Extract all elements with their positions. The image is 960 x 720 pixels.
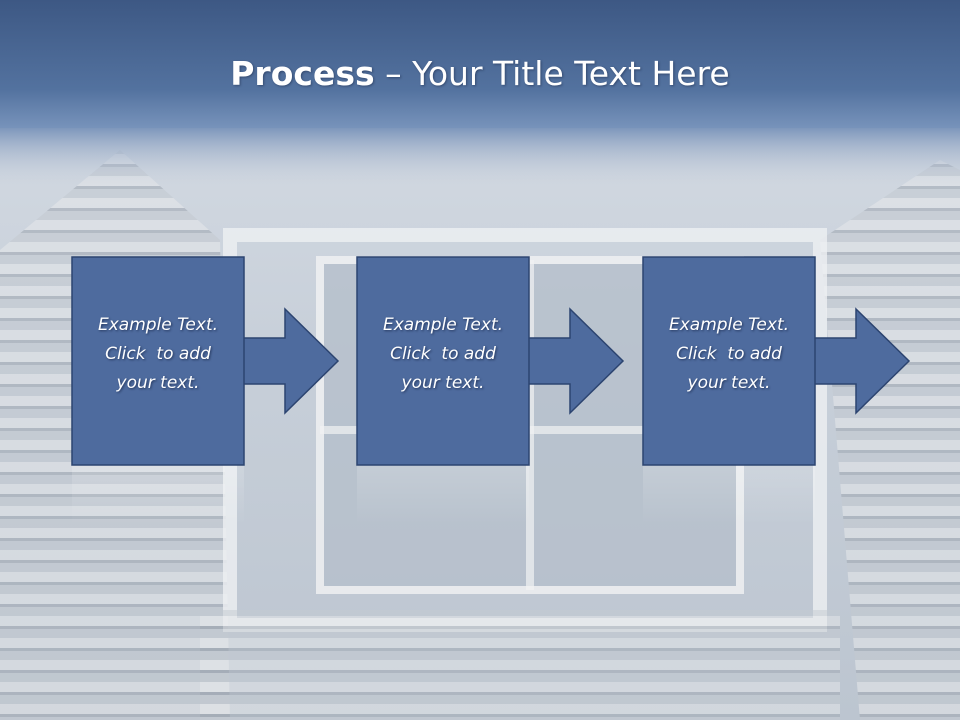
step-text-line: Example Text.: [97, 315, 219, 335]
arrow-2: [524, 307, 625, 415]
step-text-1[interactable]: Example Text. Click to add your text.: [72, 311, 244, 398]
step-text-line: Example Text.: [382, 315, 504, 335]
step-text-line: your text.: [687, 373, 771, 393]
arrow-1: [239, 307, 340, 415]
process-step-1[interactable]: [71, 256, 340, 525]
step-text-line: Example Text.: [668, 315, 790, 335]
step-box-1: [71, 256, 245, 466]
step-text-line: your text.: [116, 373, 200, 393]
step-box-3: [642, 256, 816, 466]
page-title[interactable]: Process – Your Title Text Here: [0, 52, 960, 96]
title-bold: Process: [230, 54, 375, 93]
step-text-line: Click to add: [105, 344, 211, 364]
step-text-line: Click to add: [676, 344, 782, 364]
process-step-2[interactable]: [356, 256, 625, 525]
step-text-line: Click to add: [390, 344, 496, 364]
arrow-3: [810, 307, 911, 415]
step-text-3[interactable]: Example Text. Click to add your text.: [643, 311, 815, 398]
process-step-3[interactable]: [642, 256, 911, 525]
step-text-line: your text.: [401, 373, 485, 393]
step-text-2[interactable]: Example Text. Click to add your text.: [357, 311, 529, 398]
step-box-2: [356, 256, 530, 466]
title-rest: – Your Title Text Here: [374, 54, 730, 93]
